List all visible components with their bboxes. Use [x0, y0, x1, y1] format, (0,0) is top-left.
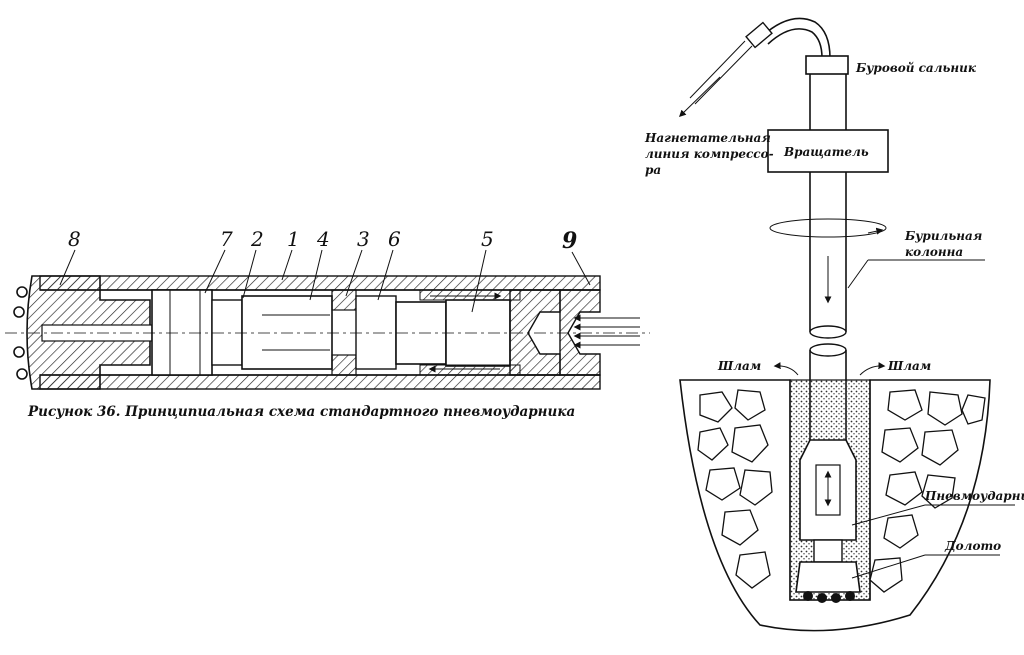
part-number-2: 2	[250, 227, 264, 251]
part-number-8: 8	[68, 227, 81, 251]
bit-buttons	[803, 591, 855, 603]
part-number-9: 9	[562, 228, 577, 254]
hammer-cross-section: 8 7 2 1 4 3 6 5 9 Рисунок 36. Принципиал…	[5, 227, 650, 420]
air-inlet-arrows	[573, 314, 640, 349]
part-leaders	[59, 249, 591, 313]
rotator	[767, 129, 889, 173]
part-number-6: 6	[388, 227, 401, 251]
part-numbers: 8 7 2 1 4 3 6 5 9	[68, 227, 577, 254]
piston-shank	[211, 299, 243, 366]
hose-line	[694, 45, 753, 105]
drill-bit	[795, 561, 861, 593]
label-rotator: Вращатель	[783, 145, 869, 159]
part-number-1: 1	[287, 227, 300, 251]
label-bit: Долото	[944, 539, 1001, 553]
casing-top-wall	[39, 275, 601, 291]
figure-caption: Рисунок 36. Принципиальная схема стандар…	[27, 404, 575, 420]
part-number-4: 4	[316, 227, 330, 251]
piston	[241, 295, 333, 370]
hose-coupling	[745, 21, 773, 49]
label-swivel: Буровой сальник	[855, 61, 977, 75]
back-head	[509, 289, 561, 376]
label-supply-line-3: ра	[645, 163, 661, 177]
casing-bottom-wall	[39, 374, 601, 390]
label-cuttings-right: Шлам	[887, 359, 931, 373]
part-number-5: 5	[481, 227, 494, 251]
label-supply-line-1: Нагнетательная	[644, 131, 771, 145]
rock-pattern	[697, 389, 986, 593]
air-hose	[759, 17, 831, 59]
part-number-3: 3	[357, 227, 370, 251]
label-cuttings-left: Шлам	[717, 359, 761, 373]
drilling-rig-schematic: Буровой сальник Нагнетательная линия ком…	[644, 17, 1024, 632]
anvil	[151, 289, 213, 376]
label-supply-line-2: линия компрессо-	[645, 147, 774, 161]
swivel	[805, 55, 849, 75]
bit-inserts	[13, 286, 28, 380]
distributor	[355, 295, 397, 370]
rotation-arrow-icon	[769, 218, 887, 238]
label-hammer: Пневмоударник	[924, 489, 1024, 503]
label-drill-string-2: колонна	[905, 245, 963, 259]
label-drill-string-1: Бурильная	[904, 229, 982, 243]
valve-stem	[445, 299, 511, 367]
part-number-7: 7	[220, 227, 233, 251]
